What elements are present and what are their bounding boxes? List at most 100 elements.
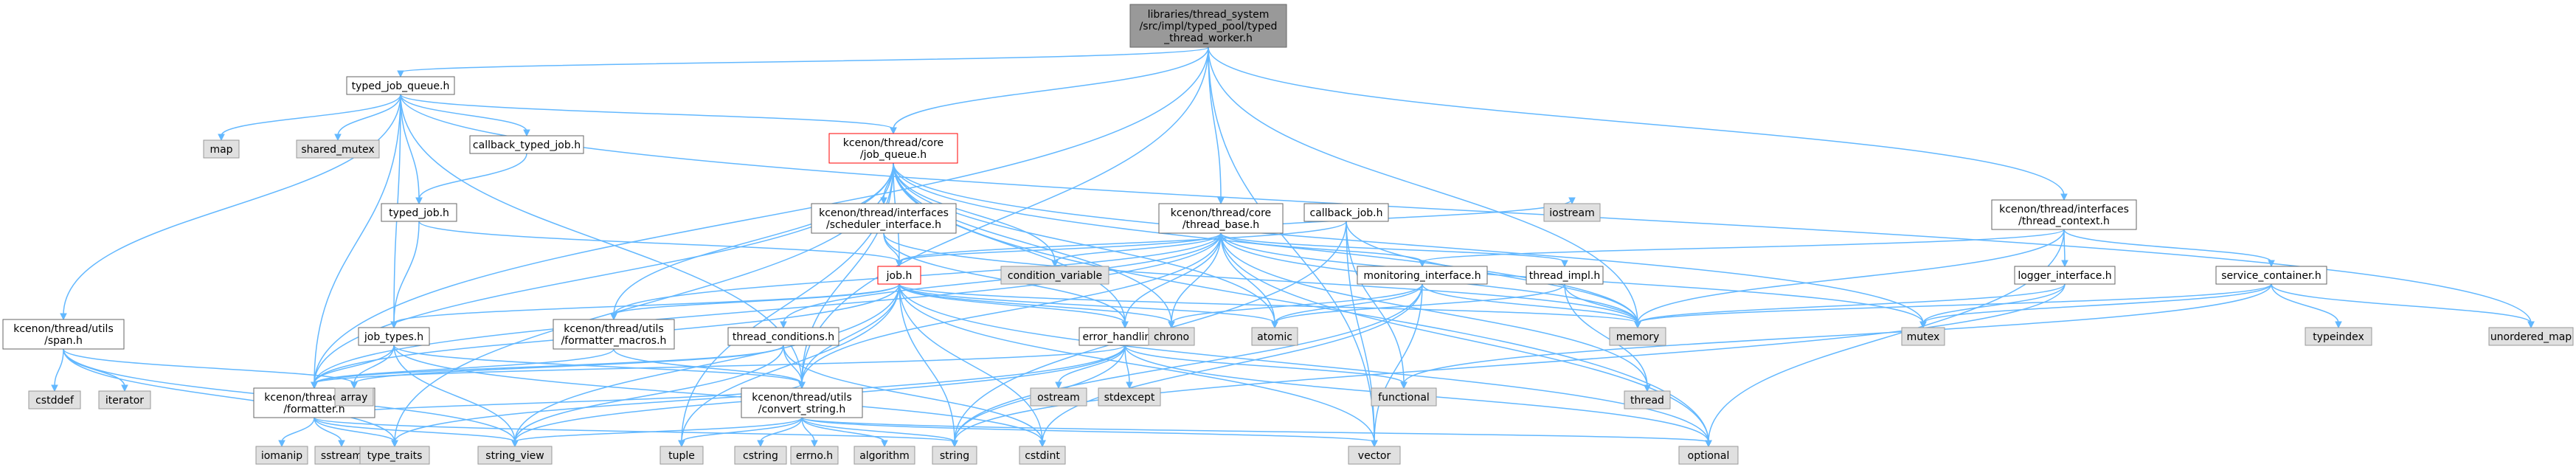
node-label: iomanip [261,450,302,462]
node-box [1098,387,1161,407]
node-typed-job[interactable]: typed_job.h [381,203,457,222]
node-label: kcenon/thread/utils [13,323,114,335]
node-job[interactable]: job.h [877,266,921,285]
node-label: string [940,450,969,462]
edge-job-to-chrono [899,283,1172,324]
node-monitoring-interface[interactable]: monitoring_interface.h [1357,266,1488,285]
edge-thread_context-to-service_container [2063,229,2272,263]
node-label: kcenon/thread/core [1171,207,1271,219]
node-label: kcenon/thread/utils [564,323,664,335]
node-label: functional [1378,392,1430,404]
node-box [1251,327,1298,346]
edge-formatter-to-string_view [314,417,516,443]
node-iomanip: iomanip [255,446,308,465]
node-thread-conditions[interactable]: thread_conditions.h [727,327,839,346]
edge-job_queue-to-chrono [893,162,1172,324]
edge-job_queue-to-formatter [314,162,894,384]
node-box [811,203,957,234]
edge-arrowhead-typed_job_queue-to-span [60,313,67,321]
edge-arrowhead-service_container-to-mutex [1919,321,1927,329]
node-thread-base[interactable]: kcenon/thread/core/thread_base.h [1158,203,1284,234]
node-box [469,135,584,154]
node-scheduler-interface[interactable]: kcenon/thread/interfaces/scheduler_inter… [811,203,957,234]
edge-monitoring_interface-to-string [954,283,1423,443]
node-span[interactable]: kcenon/thread/utils/span.h [2,319,125,350]
edge-arrowhead-service_container-to-unordered_map [2527,321,2535,329]
edge-arrowhead-job_queue-to-scheduler_interface [880,197,887,205]
edge-job_queue-to-condition_variable [893,162,1056,263]
edge-arrowhead-typed_job_queue-to-shared_mutex [334,134,342,142]
node-box [1129,4,1287,48]
edge-error_handling-to-formatter [314,345,1126,384]
node-root[interactable]: libraries/thread_system/src/impl/typed_p… [1129,4,1287,48]
node-job-queue[interactable]: kcenon/thread/core/job_queue.h [828,133,958,164]
edge-job_types-to-formatter [314,345,395,384]
edge-typed_job_queue-to-span [63,94,401,316]
node-thread-impl[interactable]: thread_impl.h [1526,266,1604,285]
node-box [1624,390,1671,409]
node-callback-typed-job[interactable]: callback_typed_job.h [469,135,584,154]
node-label: /formatter_macros.h [561,335,667,347]
edge-typed_job_queue-to-formatter [314,94,401,384]
node-job-types[interactable]: job_types.h [358,327,430,346]
node-label: sstream [321,450,362,462]
edge-root-to-thread_context [1208,46,2065,196]
node-errno: errno.h [790,446,839,465]
node-functional: functional [1371,387,1437,407]
node-convert-string[interactable]: kcenon/thread/utils/convert_string.h [741,387,863,418]
edge-service_container-to-mutex [1922,283,2272,324]
node-box [932,446,977,465]
node-cstddef: cstddef [28,390,81,409]
edge-thread_base-to-thread [1220,232,1648,387]
node-box [1991,199,2137,230]
edge-service_container-to-unordered_map [2271,283,2532,324]
node-label: memory [1616,331,1660,343]
node-box [1357,266,1488,285]
node-service-container[interactable]: service_container.h [2215,266,2327,285]
node-box [727,327,839,346]
edge-formatter-to-iomanip [281,417,315,443]
edge-service_container-to-functional [1403,283,2272,384]
node-box [2,319,125,350]
edge-thread_conditions-to-string_view [514,345,784,443]
edge-thread_impl-to-atomic [1274,283,1565,324]
node-label: mutex [1907,331,1940,343]
edge-thread_base-to-convert_string [801,232,1222,384]
edge-arrowhead-typed_job_queue-to-map [218,134,225,142]
edge-job_queue-to-formatter_macros [613,162,894,316]
edge-arrowhead-root-to-typed_job_queue [397,70,404,78]
node-typed-job-queue[interactable]: typed_job_queue.h [346,76,455,95]
edge-root-to-memory [1208,46,1638,324]
edge-arrowhead-callback_job-to-job [896,260,903,268]
node-label: cstring [743,450,778,462]
node-box [334,387,374,407]
node-label: job.h [886,270,913,282]
node-box [1303,203,1389,222]
node-callback-job[interactable]: callback_job.h [1303,203,1389,222]
node-label: typed_job.h [389,207,449,219]
edge-arrowhead-convert_string-to-errno [811,440,818,448]
edge-arrowhead-convert_string-to-string [951,440,958,448]
node-thread-context[interactable]: kcenon/thread/interfaces/thread_context.… [1991,199,2137,230]
node-formatter-macros[interactable]: kcenon/thread/utils/formatter_macros.h [553,319,675,350]
edge-thread_base-to-formatter [314,232,1222,384]
node-logger-interface[interactable]: logger_interface.h [2014,266,2116,285]
edge-job_queue-to-error_handling [893,162,1126,324]
node-label: /span.h [44,335,83,347]
node-box [1609,327,1666,346]
node-label: callback_typed_job.h [473,139,581,151]
node-box [1148,327,1195,346]
node-label: /job_queue.h [860,149,927,161]
edge-job-to-memory [899,283,1638,324]
node-box [296,139,380,159]
node-ostream: ostream [1030,387,1087,407]
edge-error_handling-to-ostream [1058,345,1126,384]
edge-root-to-job_queue [893,46,1209,130]
node-box [877,266,921,285]
node-atomic: atomic [1251,327,1298,346]
edge-formatter_macros-to-formatter [314,348,614,384]
edge-arrowhead-thread_impl-to-thread [1644,384,1651,393]
node-label: typeindex [2313,331,2364,343]
edge-job-to-vector [899,283,1375,443]
edge-span-to-type_traits [63,348,395,443]
